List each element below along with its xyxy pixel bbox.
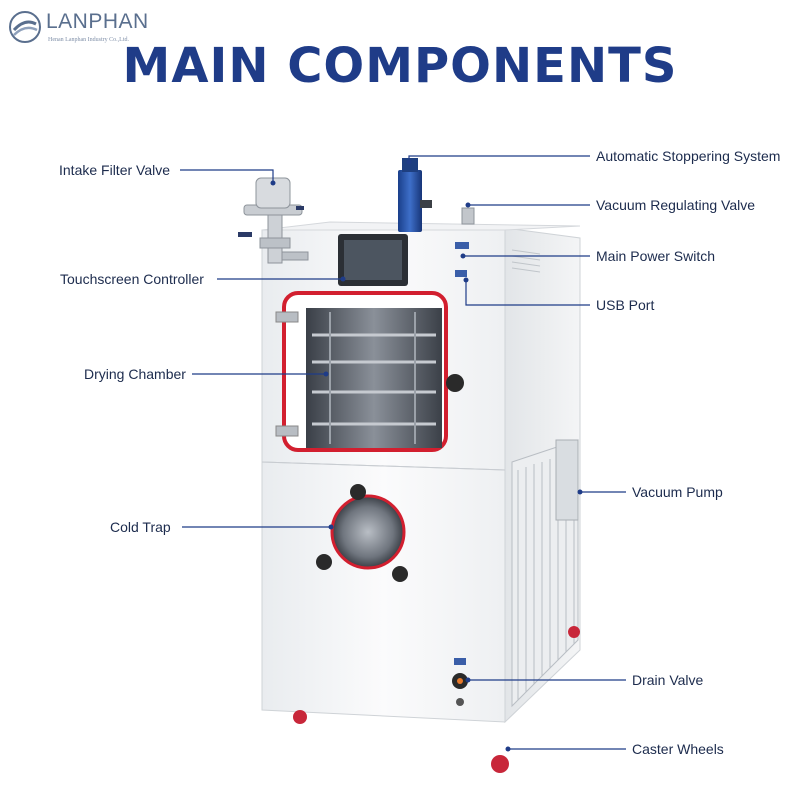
brand-name: LANPHAN — [46, 10, 149, 33]
chamber-window — [306, 308, 442, 448]
brand-subtitle: Henan Lanphan Industry Co.,Ltd. — [48, 37, 129, 43]
leader-lines — [180, 155, 626, 750]
label-usb-port: USB Port — [596, 297, 655, 313]
top-vent-grille — [511, 249, 541, 273]
label-drain-valve: Drain Valve — [632, 672, 704, 688]
cold-trap-window — [330, 494, 406, 570]
stoppering-cylinder — [398, 158, 432, 232]
label-vacuum-pump: Vacuum Pump — [632, 484, 723, 500]
label-automatic-stoppering-system: Automatic Stoppering System — [596, 148, 781, 164]
page-title: MAIN COMPONENTS — [122, 38, 678, 94]
label-touchscreen-controller: Touchscreen Controller — [60, 271, 204, 287]
label-vacuum-regulating-valve: Vacuum Regulating Valve — [596, 197, 756, 213]
label-drying-chamber: Drying Chamber — [84, 366, 186, 382]
brand-logo: LANPHAN Henan Lanphan Industry Co.,Ltd. — [8, 6, 148, 50]
leader-dots — [270, 159, 583, 752]
label-intake-filter-valve: Intake Filter Valve — [59, 162, 171, 178]
lanphan-logo-icon — [9, 11, 41, 43]
label-main-power-switch: Main Power Switch — [596, 248, 716, 264]
caster-wheel — [491, 755, 509, 773]
label-cold-trap: Cold Trap — [110, 519, 171, 535]
touchscreen-display — [344, 240, 402, 280]
label-caster-wheels: Caster Wheels — [632, 741, 724, 757]
